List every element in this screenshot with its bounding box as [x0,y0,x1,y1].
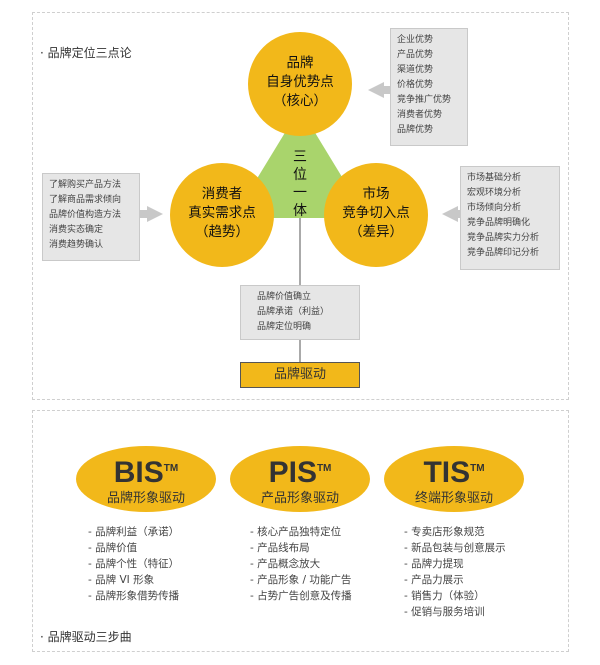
list-item: - 品牌形象借势传播 [88,590,180,602]
circle-market-competition: 市场 竞争切入点 （差异） [324,163,428,267]
bottom-section-frame [32,410,569,652]
trademark-mark: TM [163,463,179,474]
list-item: - 品牌个性（特征） [88,558,180,570]
top-section-title: · 品牌定位三点论 [40,46,132,60]
oval-pis: PISTM 产品形象驱动 [230,446,370,512]
list-item: - 核心产品独特定位 [250,526,342,538]
bis-item-list: - 品牌利益（承诺） - 品牌价值 - 品牌个性（特征） - 品牌 VI 形象 … [88,524,179,604]
pis-item-list: - 核心产品独特定位 - 产品线布局 - 产品概念放大 - 产品形象 / 功能广… [250,524,352,604]
oval-name: 产品形象驱动 [260,491,339,506]
list-item: - 品牌价值 [88,542,138,554]
bullet-dot: · [40,630,48,644]
list-item: - 促销与服务培训 [404,606,485,618]
arrow-top-right [368,82,384,98]
oval-tis: TISTM 终端形象驱动 [384,446,524,512]
list-item: - 产品形象 / 功能广告 [250,574,352,586]
list-item: - 品牌力提现 [404,558,464,570]
circle-brand-advantage: 品牌 自身优势点 （核心） [248,32,352,136]
list-item: - 产品力展示 [404,574,464,586]
circle-consumer-need: 消费者 真实需求点 （趋势） [170,163,274,267]
arrow-right-shaft [457,210,462,218]
bullet-dot: · [40,46,48,60]
top-section-frame [32,12,569,400]
trademark-mark: TM [316,463,332,474]
center-label: 三位一体 [293,149,307,219]
brand-positioning-result: 品牌价值确立 品牌承诺（利益） 品牌定位明确 [240,285,360,340]
oval-name: 品牌形象驱动 [106,491,185,506]
arrow-top-right-shaft [384,86,394,94]
consumer-need-list: 了解购买产品方法 了解商品需求倾向 品牌价值构造方法 消费实态确定 消费趋势确认 [42,173,140,261]
oval-abbr: PIS [268,456,317,489]
oval-bis: BISTM 品牌形象驱动 [76,446,216,512]
tis-item-list: - 专卖店形象规范 - 新品包装与创意展示 - 品牌力提现 - 产品力展示 - … [404,524,506,620]
oval-abbr: BIS [113,456,164,489]
market-competition-list: 市场基础分析 宏观环境分析 市场倾向分析 竞争品牌明确化 竞争品牌实力分析 竞争… [460,166,560,270]
trademark-mark: TM [470,463,485,474]
oval-name: 终端形象驱动 [414,491,493,506]
arrow-left-shaft [140,210,148,218]
arrow-right [442,206,458,222]
list-item: - 产品概念放大 [250,558,321,570]
list-item: - 专卖店形象规范 [404,526,485,538]
brand-advantage-list: 企业优势 产品优势 渠道优势 价格优势 竞争推广优势 消费者优势 品牌优势 [390,28,468,146]
list-item: - 销售力（体验） [404,590,485,602]
list-item: - 产品线布局 [250,542,310,554]
oval-abbr: TIS [423,456,471,489]
list-item: - 占势广告创意及传播 [250,590,352,602]
list-item: - 品牌 VI 形象 [88,574,155,586]
brand-drive-box: 品牌驱动 [240,362,360,388]
list-item: - 新品包装与创意展示 [404,542,506,554]
bottom-section-title: · 品牌驱动三步曲 [40,630,132,644]
arrow-left [147,206,163,222]
list-item: - 品牌利益（承诺） [88,526,180,538]
